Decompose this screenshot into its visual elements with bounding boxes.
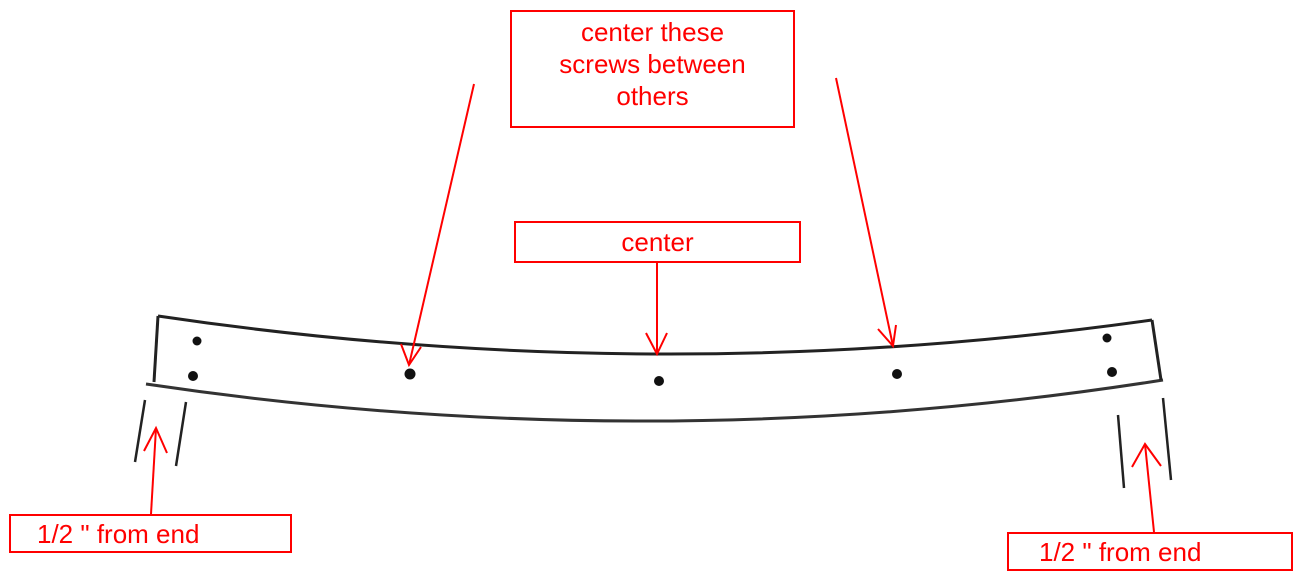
note-right-end-offset: 1/2 " from end <box>1007 532 1293 571</box>
left-support-line-1 <box>133 399 147 463</box>
bar-top-edge <box>157 314 1153 356</box>
arrow-to-inner-right-screw <box>835 77 894 347</box>
arrow-left-end <box>150 427 157 515</box>
arrowhead-left-end <box>143 425 168 454</box>
note-line-1: center these <box>580 17 725 47</box>
left-support-line-2 <box>174 401 188 467</box>
screw-right-bottom <box>1107 367 1117 377</box>
note-left-end-offset: 1/2 " from end <box>9 514 292 553</box>
arrowhead-inner-right <box>877 324 897 349</box>
arrowhead-center <box>645 332 668 357</box>
screw-left-top <box>192 336 202 346</box>
screw-right-top <box>1102 333 1112 343</box>
bar-right-end <box>1150 319 1163 381</box>
note-center: center <box>514 221 801 263</box>
note-line-3: others <box>616 81 689 111</box>
arrow-to-inner-left-screw <box>408 83 475 366</box>
right-support-line-2 <box>1161 397 1173 481</box>
screw-center <box>654 376 664 386</box>
screw-inner-left <box>404 368 416 380</box>
bar-bottom-edge <box>145 378 1164 423</box>
arrow-right-end <box>1144 443 1155 533</box>
note-line-2: screws between <box>559 49 746 79</box>
screw-left-bottom <box>188 371 198 381</box>
arrowhead-right-end <box>1131 442 1162 468</box>
arrowhead-inner-left <box>400 343 422 368</box>
bar-left-end <box>152 315 160 383</box>
screw-inner-right <box>892 369 902 379</box>
note-center-screws-between: center these screws between others <box>510 10 795 128</box>
right-support-line-1 <box>1116 414 1126 489</box>
